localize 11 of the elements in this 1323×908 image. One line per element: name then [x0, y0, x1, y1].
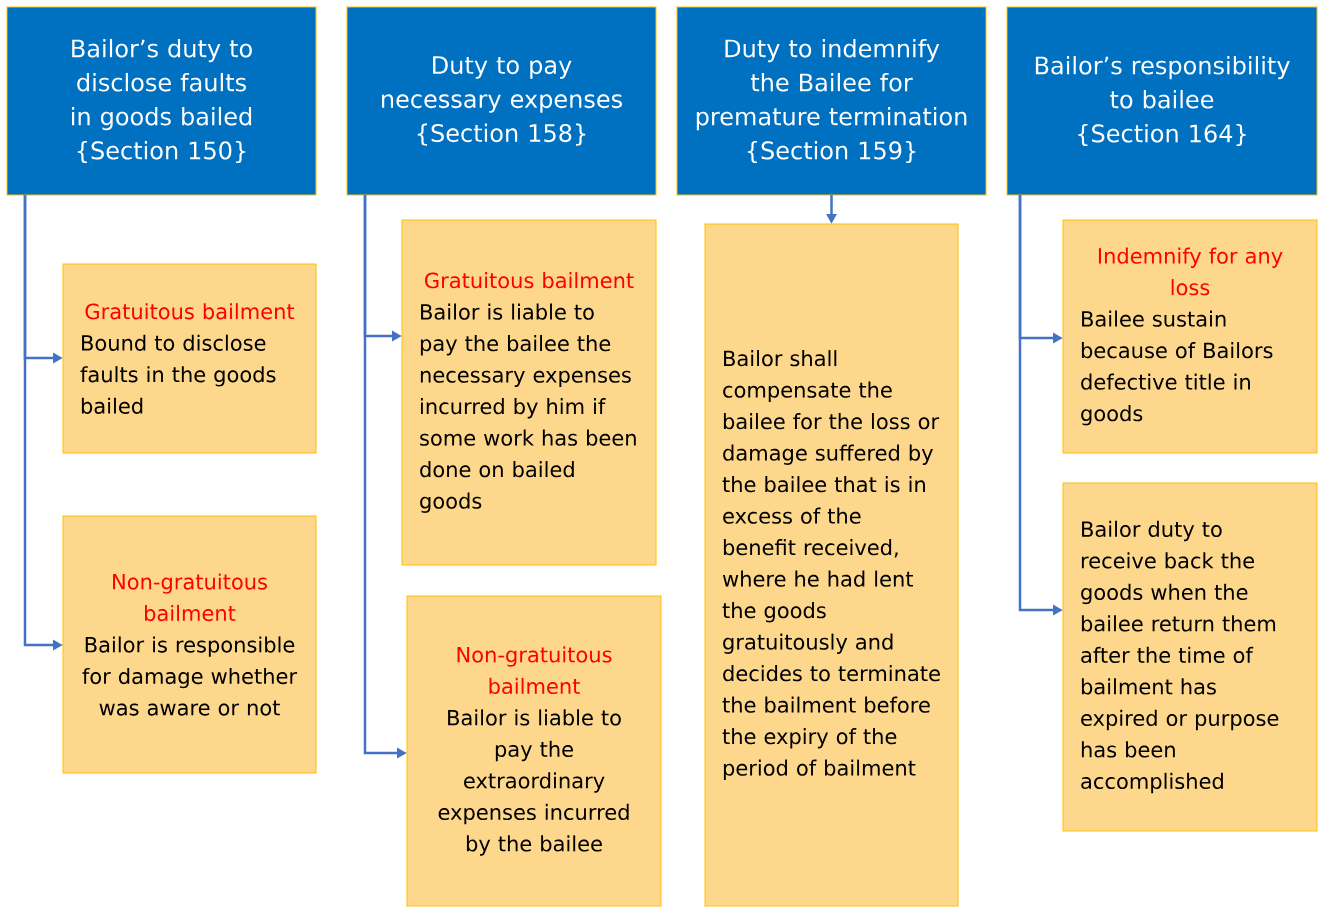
- text-box: Bailor shall compensate the bailee for the loss or damage suffered by the bailee that is in excess of the benefit received, where he had lent the goods gratuitously and decides to terminate the bailment before the expiry of the period of bailment: [704, 223, 959, 907]
- text-box: Indemnify for any loss Bailee sustain because of Bailors defective title in goods: [1062, 219, 1318, 454]
- heading-box: Duty to pay necessary expenses {Section 158}: [346, 6, 657, 196]
- text-box: Gratuitous bailment Bailor is liable to pay the bailee the necessary expenses incurred by him if some work has been done on bailed goods: [401, 219, 657, 566]
- text-box: Non-gratuitous bailment Bailor is responsible for damage whether was aware or not: [62, 515, 317, 774]
- text-box: Gratuitous bailment Bound to disclose faults in the goods bailed: [62, 263, 317, 454]
- heading-box: Duty to indemnify the Bailee for premature termination {Section 159}: [676, 6, 987, 196]
- text-box: Non-gratuitous bailment Bailor is liable to pay the extraordinary expenses incurred by the bailee: [406, 595, 662, 907]
- heading-box: Bailor’s responsibility to bailee {Section 164}: [1006, 6, 1318, 196]
- heading-box: Bailor’s duty to disclose faults in goods bailed {Section 150}: [6, 6, 317, 196]
- text-box: Bailor duty to receive back the goods when the bailee return them after the time of bailment has expired or purpose has been accomplished: [1062, 482, 1318, 832]
